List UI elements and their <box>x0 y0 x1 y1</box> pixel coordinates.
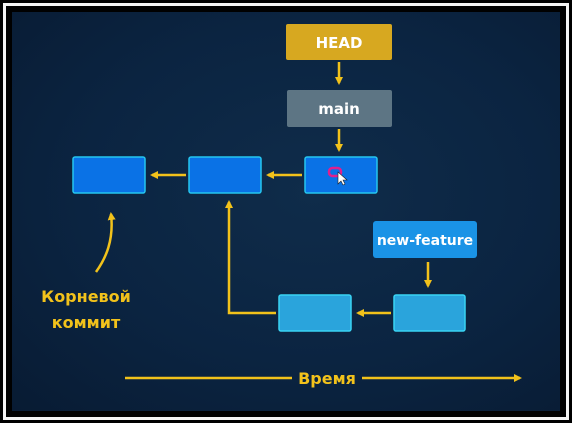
main-label-box <box>287 90 392 127</box>
diagram-canvas <box>12 12 560 411</box>
feature-commit-1[interactable] <box>278 294 352 332</box>
root-commit-label-line2: коммит <box>52 313 121 332</box>
commit-2[interactable] <box>188 156 262 194</box>
main-branch-pointer: main <box>287 90 392 127</box>
arrow-root-label-to-root <box>94 212 116 273</box>
time-axis-label: Время <box>298 369 356 388</box>
arrow-feature1-to-commit2 <box>225 200 276 315</box>
head-label-box <box>286 24 392 60</box>
feature-branch-pointer: new-feature <box>373 221 477 258</box>
commit-root[interactable] <box>72 156 146 194</box>
feature-label-box <box>373 221 477 258</box>
head-label: HEAD <box>316 34 363 52</box>
feature-label: new-feature <box>377 233 473 249</box>
mouse-pointer-icon <box>327 166 348 186</box>
head-pointer: HEAD <box>286 24 392 60</box>
main-label: main <box>318 100 360 118</box>
root-commit-label-line1: Корневой <box>41 287 131 306</box>
feature-commit-2[interactable] <box>393 294 466 332</box>
